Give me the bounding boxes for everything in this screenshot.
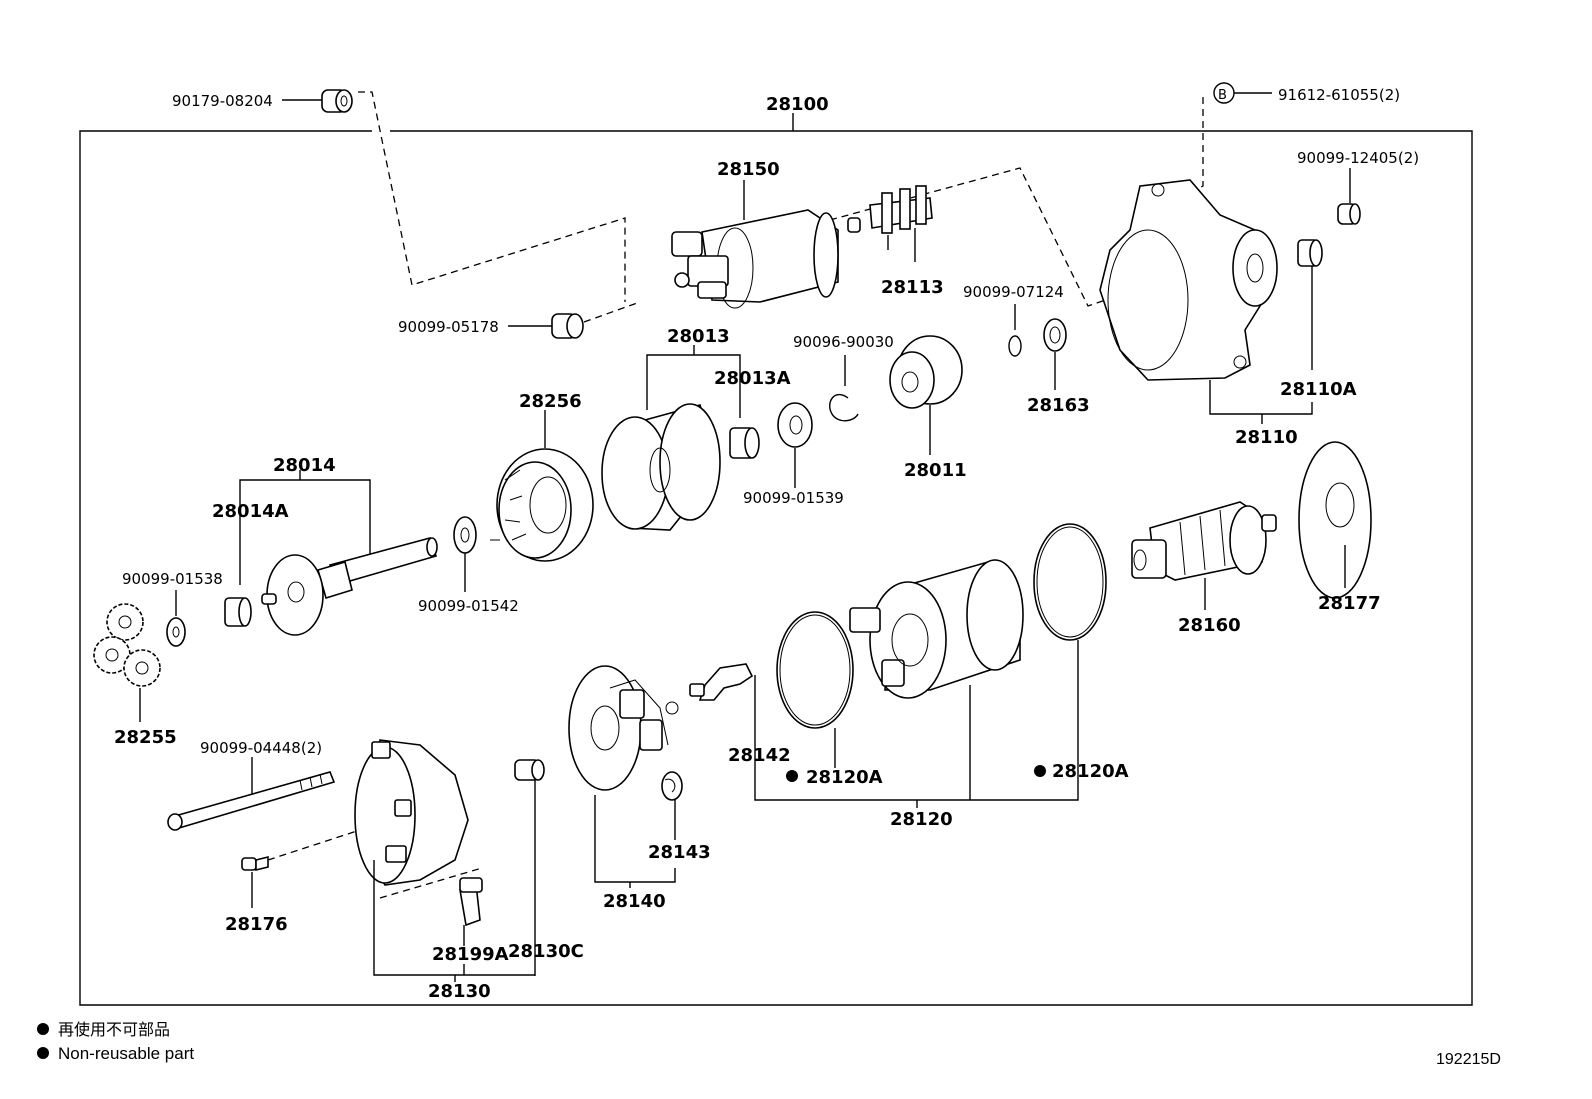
label-28199A: 28199A	[432, 944, 509, 965]
screw-28176	[241, 855, 269, 908]
label-28110: 28110	[1235, 427, 1298, 448]
legend-jp: 再使用不可部品	[58, 1021, 170, 1039]
through-bolt-90099-04448	[167, 757, 336, 831]
internal-gear-28256	[496, 410, 594, 562]
label-90099-05178: 90099-05178	[398, 318, 499, 336]
label-28176: 28176	[225, 914, 288, 935]
label-28140: 28140	[603, 891, 666, 912]
nut-90179-08204	[282, 89, 353, 113]
label-28120A-2: 28120A	[1052, 761, 1129, 782]
label-28256: 28256	[519, 391, 582, 412]
label-28011: 28011	[904, 460, 967, 481]
label-28142: 28142	[728, 745, 791, 766]
bushing-28110A	[1297, 239, 1323, 370]
contact-plate-28113	[869, 185, 933, 262]
solenoid-28150	[671, 180, 861, 309]
legend-bullet-jp	[37, 1023, 49, 1035]
brush-holder-28140	[568, 665, 679, 791]
armature-28160	[1131, 501, 1277, 610]
label-91612-61055: 91612-61055(2)	[1278, 86, 1400, 104]
label-90099-01539: 90099-01539	[743, 489, 844, 507]
label-b: B	[1218, 88, 1227, 103]
oring-28120A-2	[1033, 523, 1107, 641]
plate-28177	[1298, 441, 1372, 599]
label-28130C: 28130C	[508, 941, 584, 962]
label-28130: 28130	[428, 981, 491, 1002]
label-90099-12405: 90099-12405(2)	[1297, 149, 1419, 167]
field-frame-28120	[849, 559, 1024, 699]
label-28013A: 28013A	[714, 368, 791, 389]
lead-wire-28142	[689, 663, 754, 701]
label-28120A-1: 28120A	[806, 767, 883, 788]
label-90179-08204: 90179-08204	[172, 92, 273, 110]
washer-90099-01539	[777, 402, 813, 488]
legend-en: Non-reusable part	[58, 1044, 194, 1063]
label-28160: 28160	[1178, 615, 1241, 636]
legend-bullet-en	[37, 1047, 49, 1059]
spring-28143	[661, 771, 683, 840]
washer-90099-01538	[166, 590, 186, 647]
label-28013: 28013	[667, 326, 730, 347]
label-28143: 28143	[648, 842, 711, 863]
label-28163: 28163	[1027, 395, 1090, 416]
planetary-gears-28255	[93, 603, 161, 722]
yoke-28013	[601, 403, 721, 531]
cap-28130C	[514, 759, 545, 976]
label-28014A: 28014A	[212, 501, 289, 522]
label-90096-90030: 90096-90030	[793, 333, 894, 351]
end-frame-28130	[354, 739, 469, 886]
label-28113: 28113	[881, 277, 944, 298]
label-90099-01542: 90099-01542	[418, 597, 519, 615]
label-28014: 28014	[273, 455, 336, 476]
label-28150: 28150	[717, 159, 780, 180]
washer-90099-01542	[453, 516, 477, 592]
nonreusable-bullet-1	[786, 770, 798, 782]
ring-90099-07124	[1008, 304, 1022, 357]
planetary-shaft-28014	[261, 537, 438, 636]
label-28110A: 28110A	[1280, 379, 1357, 400]
nonreusable-bullet-2	[1034, 765, 1046, 777]
label-90099-07124: 90099-07124	[963, 283, 1064, 301]
label-90099-01538: 90099-01538	[122, 570, 223, 588]
nut-90099-05178	[508, 313, 584, 339]
oring-28120A-1	[776, 611, 854, 729]
label-90099-04448: 90099-04448(2)	[200, 739, 322, 757]
bushing-28014A	[224, 597, 252, 627]
assembly-frame	[79, 130, 1473, 1006]
bushing-28013A	[729, 427, 760, 459]
terminal-28199A	[459, 877, 483, 946]
bushing-90099-12405	[1337, 168, 1361, 225]
diagram-id: 192215D	[1436, 1051, 1501, 1068]
retainer-28163	[1043, 318, 1067, 390]
snap-ring-90096-90030	[829, 355, 859, 422]
clutch-28011	[889, 335, 963, 455]
label-28177: 28177	[1318, 593, 1381, 614]
label-28255: 28255	[114, 727, 177, 748]
bolt-marker-b	[1213, 82, 1272, 104]
label-28120: 28120	[890, 809, 953, 830]
label-28100: 28100	[766, 94, 829, 115]
starter-housing-28110	[1099, 179, 1278, 381]
